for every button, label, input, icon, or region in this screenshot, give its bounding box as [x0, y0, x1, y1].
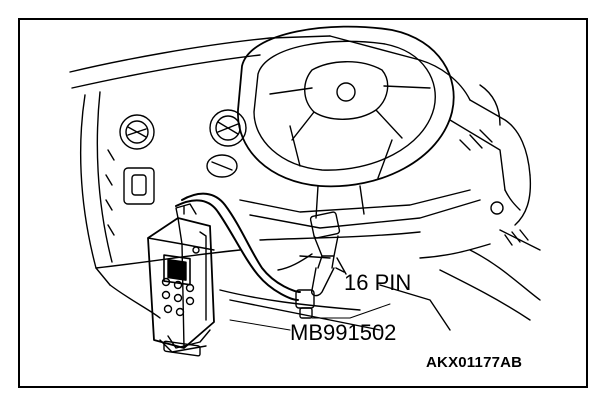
dashboard-icon: [70, 36, 540, 330]
connector-label: 16 PIN: [344, 270, 412, 295]
scan-tool-icon: [148, 204, 214, 356]
tool-label: MB991502: [290, 320, 397, 345]
figure-code: AKX01177AB: [426, 354, 523, 371]
steering-wheel-icon: [238, 27, 454, 218]
